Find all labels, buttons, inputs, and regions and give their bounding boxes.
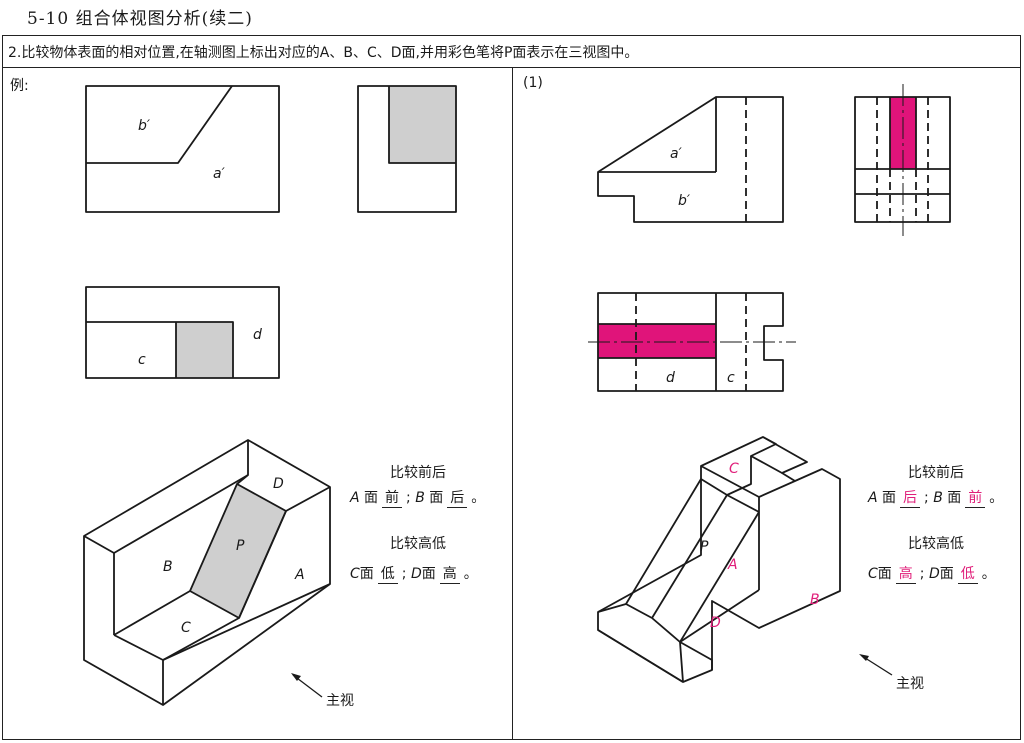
task-divider	[2, 67, 1021, 68]
compare-height-title: 比较高低	[908, 536, 964, 552]
page-heading: 5-10 组合体视图分析(续二)	[27, 9, 253, 29]
label-c: c	[727, 370, 735, 386]
iso-label-p: P	[236, 538, 245, 554]
view-arrowhead	[859, 654, 869, 661]
label-d: d	[253, 327, 262, 343]
shaded-face	[176, 322, 233, 378]
column-divider	[512, 67, 513, 740]
view-direction-label: 主视	[896, 676, 924, 692]
example-side-view	[357, 85, 457, 213]
compare-front-back-title: 比较前后	[908, 465, 964, 481]
face-p-highlight	[598, 324, 716, 358]
iso-label-a: A	[727, 557, 738, 573]
iso-label-p: P	[700, 539, 709, 555]
iso-label-b: B	[163, 559, 173, 575]
label-d: d	[666, 370, 675, 386]
label-c: c	[138, 352, 146, 368]
label-a-prime: a′	[670, 146, 683, 162]
example-isometric: D B P A C	[83, 439, 331, 706]
iso-label-a: A	[294, 567, 305, 583]
part1-front-view: a′ b′	[597, 96, 784, 223]
iso-label-c: C	[729, 461, 739, 477]
compare-height-title: 比较高低	[390, 536, 446, 552]
face-p-shade	[190, 484, 286, 618]
compare-height-answer: C面低; D面高。	[350, 563, 478, 584]
part1-top-view: d c	[588, 292, 796, 392]
compare-height-answer: C面高; D面低。	[868, 563, 996, 584]
label-a-prime: a′	[213, 166, 226, 182]
part1-isometric: C P A D B	[597, 436, 893, 683]
shaded-face	[389, 86, 456, 163]
iso-label-d: D	[273, 476, 284, 492]
example-top-view: c d	[85, 286, 280, 379]
compare-front-back-title: 比较前后	[390, 465, 446, 481]
view-direction-label: 主视	[326, 693, 354, 709]
task-instruction: 2.比较物体表面的相对位置,在轴测图上标出对应的A、B、C、D面,并用彩色笔将P…	[8, 45, 639, 61]
iso-label-c: C	[181, 620, 191, 636]
compare-front-back-answer: A 面后; B 面前。	[868, 487, 1003, 508]
exercise-frame	[2, 35, 1021, 740]
view-arrowhead	[291, 673, 301, 681]
iso-label-b: B	[810, 592, 820, 608]
part1-label: (1)	[523, 75, 543, 91]
example-label: 例:	[10, 78, 29, 94]
label-b-prime: b′	[678, 193, 691, 209]
label-b-prime: b′	[138, 118, 151, 134]
iso-label-d: D	[710, 615, 721, 631]
compare-front-back-answer: A 面前; B 面后。	[350, 487, 485, 508]
example-front-view: b′ a′	[85, 85, 280, 213]
part1-side-view	[854, 84, 951, 236]
